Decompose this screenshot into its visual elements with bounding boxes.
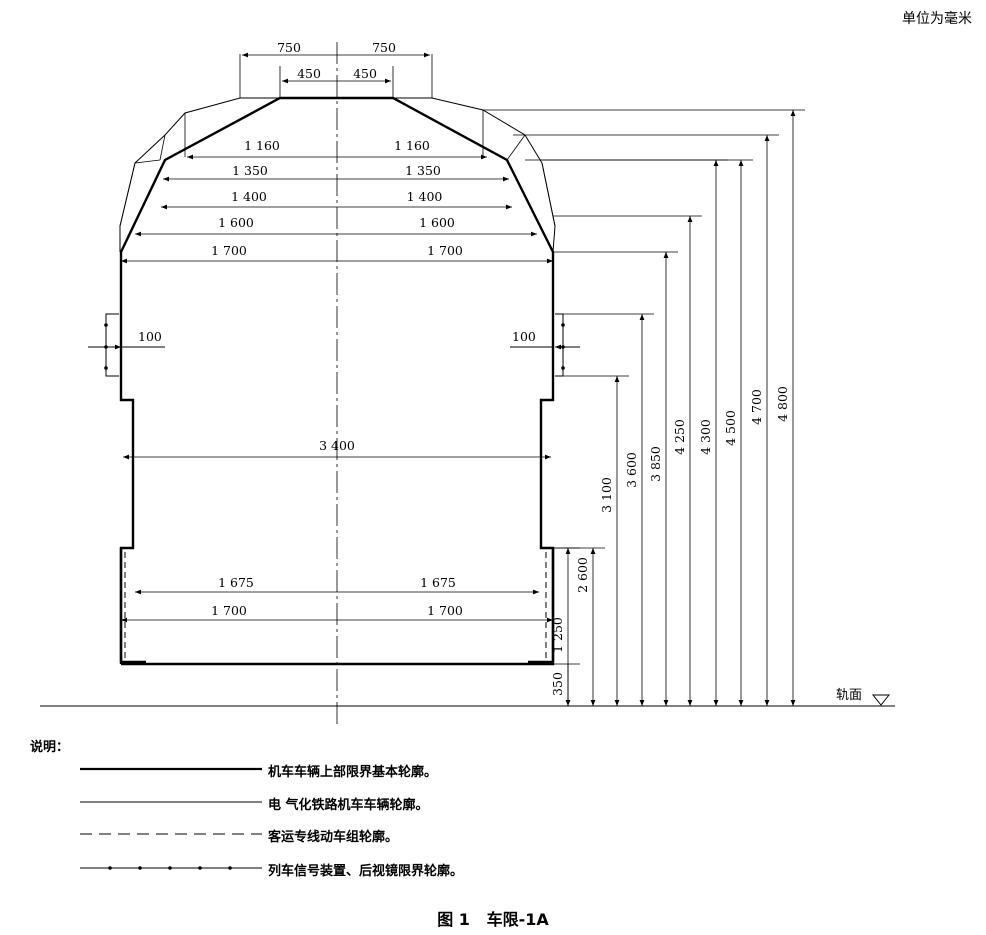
- lower-width-label-left: 1 675: [218, 575, 254, 590]
- dim-450-left: 450: [297, 66, 321, 81]
- signal-mirror-dots: [104, 323, 565, 370]
- height-label: 2 600: [575, 557, 590, 593]
- dim-100-left: 100: [138, 329, 162, 344]
- height-label: 350: [550, 672, 565, 696]
- half-width-label-left: 1 400: [231, 189, 267, 204]
- half-width-label-left: 1 600: [218, 215, 254, 230]
- legend-item-dashed: 客运专线动车组轮廓。: [268, 830, 399, 845]
- dim-3400: 3 400: [319, 438, 355, 453]
- electrified-profile-inner-lines: [119, 54, 556, 227]
- legend-item-thin-solid: 电 气化铁路机车车辆轮廓。: [268, 798, 429, 813]
- lower-width-label-right: 1 675: [420, 575, 456, 590]
- height-label: 4 250: [672, 419, 687, 455]
- half-width-label-right: 1 400: [407, 189, 443, 204]
- top-dimension-lines: [242, 52, 430, 98]
- figure-number: 图 1: [437, 910, 470, 929]
- legend-item-dot-dash: 列车信号装置、后视镜限界轮廓。: [268, 864, 464, 879]
- rail-level-marker-icon: [871, 694, 891, 706]
- half-width-dimensions: 1 160 1 160 1 350 1 350 1 400 1 400 1 600 1 600…: [121, 138, 553, 623]
- half-width-label-left: 1 350: [232, 163, 268, 178]
- height-label: 3 850: [648, 446, 663, 482]
- half-width-label-right: 1 160: [394, 138, 430, 153]
- height-label: 3 600: [624, 452, 639, 488]
- dim-450-right: 450: [353, 66, 377, 81]
- half-width-label-left: 1 160: [244, 138, 280, 153]
- lower-width-label-left: 1 700: [211, 603, 247, 618]
- signal-mirror-profile: [88, 313, 580, 377]
- height-label: 4 500: [723, 410, 738, 446]
- height-dimensions: 350 1 250 2 600 3 100 3 600 3 850 4 250 4 300 4 …: [483, 109, 805, 706]
- half-width-label-right: 1 600: [419, 215, 455, 230]
- half-width-label-right: 1 350: [405, 163, 441, 178]
- figure-title: 车限-1A: [486, 910, 549, 929]
- figure-caption: 图 1 车限-1A: [0, 906, 986, 930]
- lower-width-label-right: 1 700: [427, 603, 463, 618]
- legend-item-thick-solid: 机车车辆上部限界基本轮廓。: [268, 765, 438, 780]
- legend-title: 说明：: [30, 740, 70, 755]
- height-label: 3 100: [599, 477, 614, 513]
- dim-750-right: 750: [372, 40, 396, 55]
- dim-100-right: 100: [512, 329, 536, 344]
- height-label: 4 700: [749, 389, 764, 425]
- unit-label: 单位为毫米: [902, 11, 972, 27]
- emu-profile-dashed: [124, 552, 547, 660]
- height-label: 4 300: [698, 419, 713, 455]
- profile-feet: [119, 548, 555, 664]
- height-label: 1 250: [550, 617, 565, 653]
- dim-750-left: 750: [277, 40, 301, 55]
- rail-label: 轨面: [836, 688, 862, 703]
- half-width-label-right: 1 700: [427, 243, 463, 258]
- half-width-label-left: 1 700: [211, 243, 247, 258]
- height-label: 4 800: [775, 386, 790, 422]
